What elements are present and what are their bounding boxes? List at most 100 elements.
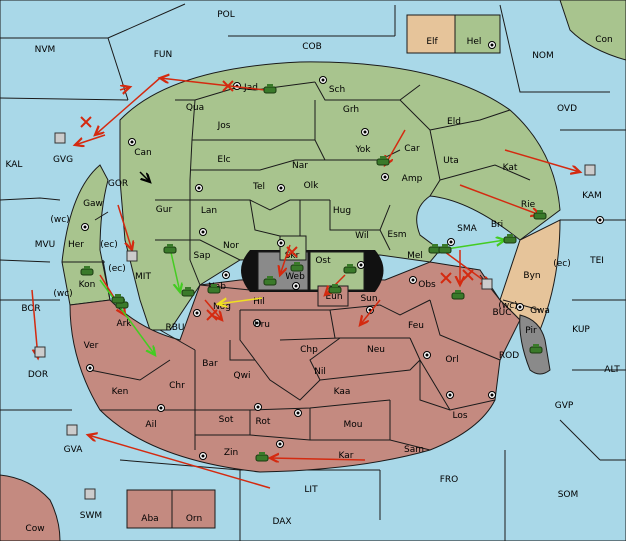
- label-qua: Qua: [186, 103, 204, 113]
- order-arrow: [270, 458, 366, 460]
- supply-center-dot-core: [359, 263, 363, 267]
- region-labels: POLNVMFUNCOBElfHelConNOMOVDJadSchQuaJosG…: [6, 10, 621, 534]
- order-arrow: [504, 149, 580, 172]
- label-gor: GOR: [108, 179, 128, 189]
- region-skr[interactable]: [279, 235, 307, 261]
- fleet-flag-icon[interactable]: [481, 278, 493, 290]
- supply-center-dot-core: [321, 78, 325, 82]
- label-ark: Ark: [116, 319, 132, 329]
- label-ovd: OVD: [557, 104, 577, 114]
- supply-center-dot-core: [279, 241, 283, 245]
- label-som: SOM: [558, 490, 579, 500]
- army-unit-icon[interactable]: [328, 284, 342, 294]
- army-unit-icon[interactable]: [290, 262, 304, 272]
- army-unit-icon[interactable]: [263, 84, 277, 94]
- label-kam: KAM: [582, 191, 602, 201]
- label-lit: LIT: [304, 485, 318, 495]
- label-pol: POL: [217, 10, 235, 20]
- label-grh: Grh: [343, 105, 359, 115]
- label-wc3: (wc): [498, 301, 517, 311]
- order-arrow: [117, 204, 132, 250]
- order-arrow: [169, 247, 180, 292]
- army-unit-icon[interactable]: [503, 234, 517, 244]
- army-unit-icon[interactable]: [255, 452, 269, 462]
- label-bor: BOR: [21, 304, 40, 314]
- label-ec3: (ec): [553, 259, 571, 269]
- label-nor: Nor: [223, 241, 239, 251]
- label-sun: Sun: [360, 294, 377, 304]
- label-rie: Rie: [521, 200, 536, 210]
- supply-center-dot-core: [197, 186, 201, 190]
- label-con: Con: [595, 35, 613, 45]
- label-sch: Sch: [329, 85, 345, 95]
- fleet-flag-icon[interactable]: [584, 164, 596, 176]
- label-wil: Wil: [355, 231, 369, 241]
- supply-centers: [81, 41, 604, 460]
- fleet-flag-icon[interactable]: [66, 424, 78, 436]
- fleet-flag-icon[interactable]: [84, 488, 96, 500]
- region-borders: [62, 81, 541, 451]
- army-unit-icon[interactable]: [80, 266, 94, 276]
- supply-center-dot-core: [278, 442, 282, 446]
- label-mel: Mel: [407, 251, 423, 261]
- region-orn[interactable]: [171, 489, 216, 529]
- army-unit-icon[interactable]: [529, 344, 543, 354]
- supply-center-dot-core: [598, 218, 602, 222]
- fleet-flag-icon[interactable]: [34, 346, 46, 358]
- supply-center-dot-core: [425, 353, 429, 357]
- region-cow[interactable]: [0, 474, 61, 541]
- label-nil: Nil: [314, 367, 326, 377]
- label-sap: Sap: [194, 251, 211, 261]
- label-jos: Jos: [217, 121, 231, 131]
- army-unit-icon[interactable]: [207, 284, 221, 294]
- label-sot: Sot: [219, 415, 234, 425]
- army-unit-icon[interactable]: [181, 287, 195, 297]
- label-kup: KUP: [572, 325, 590, 335]
- label-qwi: Qwi: [234, 371, 251, 381]
- army-unit-icon[interactable]: [533, 210, 547, 220]
- cut-marker-icon: [80, 116, 92, 128]
- label-fro: FRO: [440, 475, 459, 485]
- supply-center-dot-core: [201, 230, 205, 234]
- label-ec2: (ec): [108, 264, 126, 274]
- region-aba[interactable]: [126, 489, 173, 529]
- supply-center-dot-core: [224, 273, 228, 277]
- label-aba: Aba: [141, 514, 158, 524]
- army-unit-icon[interactable]: [263, 276, 277, 286]
- fleet-flag-icon[interactable]: [54, 132, 66, 144]
- label-sma: SMA: [457, 224, 477, 234]
- label-elf: Elf: [426, 37, 438, 47]
- army-unit-icon[interactable]: [451, 290, 465, 300]
- label-chp: Chp: [300, 345, 318, 355]
- label-obs: Obs: [418, 280, 436, 290]
- label-dax: DAX: [272, 517, 291, 527]
- army-unit-icon[interactable]: [376, 156, 390, 166]
- order-arrow: [88, 435, 271, 489]
- army-unit-icon[interactable]: [428, 244, 442, 254]
- supply-center-dot-core: [449, 240, 453, 244]
- cut-marker-icon: [206, 309, 218, 321]
- label-cow: Cow: [25, 524, 44, 534]
- fleet-flag-icon[interactable]: [126, 250, 138, 262]
- supply-center-dot-core: [411, 278, 415, 282]
- label-fun: FUN: [154, 50, 173, 60]
- cut-marker-icon: [462, 269, 474, 281]
- cut-marker-icon: [222, 80, 234, 92]
- army-unit-icon[interactable]: [343, 264, 357, 274]
- label-hel: Hel: [467, 37, 482, 47]
- label-skr: Skr: [285, 251, 300, 261]
- order-arrow: [119, 87, 130, 90]
- label-wc1: (wc): [50, 215, 69, 225]
- region-elf[interactable]: [406, 14, 456, 54]
- label-elc: Elc: [217, 155, 230, 165]
- army-unit-icon[interactable]: [111, 294, 125, 304]
- label-nom: NOM: [532, 51, 554, 61]
- order-arrow: [95, 77, 161, 135]
- label-hug: Hug: [333, 206, 351, 216]
- army-unit-icon[interactable]: [163, 244, 177, 254]
- label-bri: Bri: [491, 220, 503, 230]
- label-cob: COB: [302, 42, 322, 52]
- label-her: Her: [68, 240, 84, 250]
- army-unit-icon[interactable]: [438, 244, 452, 254]
